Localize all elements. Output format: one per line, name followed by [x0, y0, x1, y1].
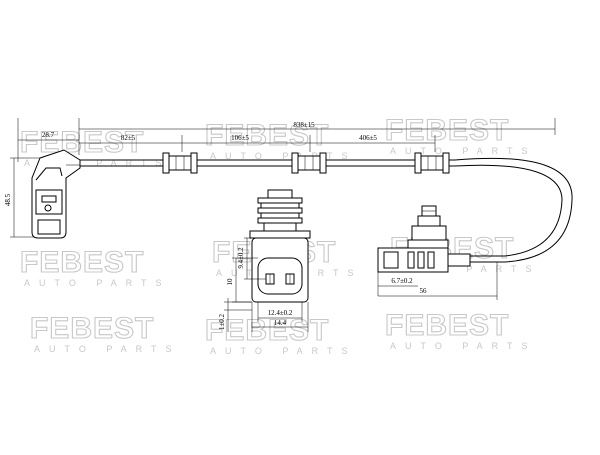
watermark-3: FEBEST AUTO PARTS [384, 113, 537, 156]
plug-end: 6.7±0.2 56 [377, 205, 498, 300]
watermark-tagline: AUTO PARTS [210, 346, 357, 356]
watermark-2: FEBEST AUTO PARTS [204, 118, 357, 161]
watermark-tagline: AUTO PARTS [24, 158, 171, 168]
watermark-tagline: AUTO PARTS [390, 146, 537, 156]
watermark-brand: FEBEST [20, 126, 144, 159]
sensor-head: 48.5 [4, 149, 81, 239]
connector-height-label: 10 [226, 278, 234, 286]
sensor-height-label: 48.5 [4, 193, 12, 206]
watermark-tagline: AUTO PARTS [34, 344, 181, 354]
watermark-brand: FEBEST [30, 312, 154, 345]
clip-spacing-1-label: 82±5 [121, 134, 136, 142]
watermark-brand: FEBEST [20, 246, 144, 279]
watermark-4: FEBEST AUTO PARTS [19, 245, 171, 288]
watermark-7: FEBEST AUTO PARTS [29, 311, 181, 354]
cable-clip-3 [414, 152, 450, 174]
connector-inner-width-label: 12.4±0.2 [268, 309, 293, 317]
watermark-tagline: AUTO PARTS [24, 278, 171, 288]
sensor-cable [75, 157, 573, 263]
watermark-tagline: AUTO PARTS [394, 264, 541, 274]
clip-spacing-3-label: 406±5 [359, 134, 377, 142]
watermark-brand: FEBEST [205, 119, 329, 152]
cable-clip-1 [162, 152, 198, 174]
connector-base-label: 1±0.2 [218, 313, 226, 330]
watermark-1: FEBEST AUTO PARTS [19, 125, 171, 168]
sensor-offset-label: 28.7 [42, 131, 55, 139]
plug-length-label: 56 [420, 287, 428, 295]
watermark-brand: FEBEST [385, 114, 509, 147]
watermark-tagline: AUTO PARTS [210, 151, 357, 161]
watermark-9: FEBEST AUTO PARTS [384, 308, 537, 351]
top-dimensions: 28.7 838±15 82±5 106±5 406±5 [17, 118, 556, 162]
watermark-brand: FEBEST [385, 309, 509, 342]
clip-spacing-2-label: 106±5 [231, 134, 249, 142]
cable-clip-2 [291, 152, 327, 174]
watermark-tagline: AUTO PARTS [390, 341, 537, 351]
total-length-label: 838±15 [293, 121, 315, 129]
connector-width-label: 14.4 [274, 319, 287, 327]
connector-detail: 9.4±0.2 10 1±0.2 12.4±0.2 14.4 [218, 189, 311, 332]
plug-offset-label: 6.7±0.2 [391, 277, 413, 285]
